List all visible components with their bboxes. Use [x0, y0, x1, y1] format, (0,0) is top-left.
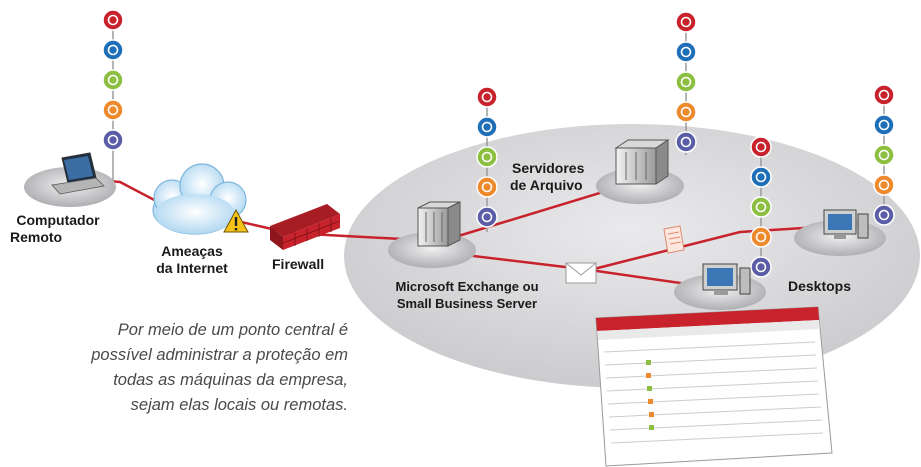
email-protection-icon	[476, 176, 498, 198]
network-protection-icon	[102, 69, 124, 91]
network-protection-icon	[476, 146, 498, 168]
network-protection-icon	[675, 71, 697, 93]
network-protection-icon	[750, 196, 772, 218]
exchange-server-label: Microsoft Exchange ou Small Business Ser…	[395, 279, 539, 311]
firewall-label: Firewall	[272, 256, 325, 272]
internet-threats-label: Ameaças da Internet	[156, 243, 228, 276]
internet-cloud-icon	[152, 163, 247, 235]
email-protection-icon	[675, 101, 697, 123]
laptop-icon	[51, 152, 105, 195]
remote-computer-label: Computador Remoto	[10, 212, 100, 245]
antivirus-shield-icon	[750, 136, 772, 158]
antispyware-icon	[873, 114, 895, 136]
admin-desktop-icon	[702, 263, 751, 295]
management-console-window	[595, 306, 833, 467]
antivirus-shield-icon	[476, 86, 498, 108]
network-protection-icon	[873, 144, 895, 166]
device-control-icon	[873, 204, 895, 226]
email-protection-icon	[750, 226, 772, 248]
antispyware-icon	[476, 116, 498, 138]
document-icon	[663, 225, 685, 254]
device-control-icon	[675, 131, 697, 153]
antivirus-shield-icon	[873, 84, 895, 106]
caption-text: Por meio de um ponto central é possível …	[91, 321, 348, 414]
desktop-computer-icon	[823, 209, 869, 239]
email-protection-icon	[102, 99, 124, 121]
firewall-icon	[270, 204, 341, 250]
exchange-server-icon	[417, 201, 461, 247]
device-control-icon	[476, 206, 498, 228]
antispyware-icon	[102, 39, 124, 61]
antivirus-shield-icon	[102, 9, 124, 31]
device-control-icon	[102, 129, 124, 151]
email-envelope-icon	[565, 262, 597, 284]
device-control-icon	[750, 256, 772, 278]
file-servers-label: Servidores de Arquivo	[510, 160, 585, 193]
warning-icon	[223, 208, 249, 233]
antivirus-shield-icon	[675, 11, 697, 33]
protection-icon-stacks	[102, 9, 895, 278]
antispyware-icon	[675, 41, 697, 63]
antispyware-icon	[750, 166, 772, 188]
file-server-icon	[614, 139, 670, 185]
desktops-label: Desktops	[788, 278, 852, 294]
email-protection-icon	[873, 174, 895, 196]
